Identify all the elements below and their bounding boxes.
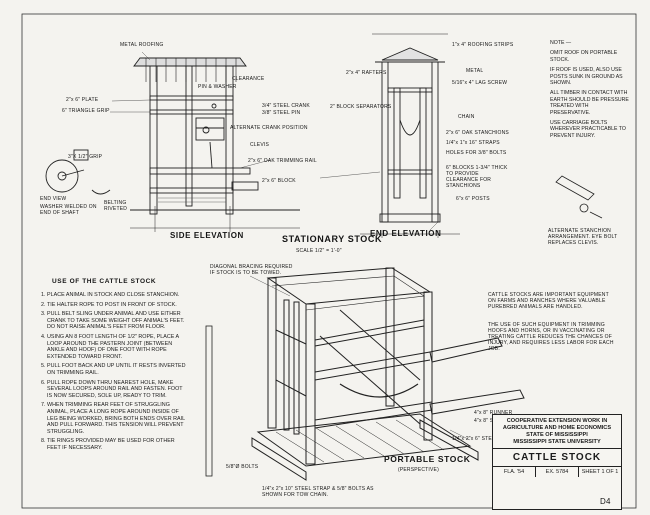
label-bracing-note: DIAGONAL BRACING REQUIRED IF STOCK IS TO… <box>210 264 293 276</box>
alternate-stanchion-note: ALTERNATE STANCHION ARRANGEMENT. EYE BOL… <box>548 228 618 246</box>
label-end-view: END VIEW <box>40 196 67 202</box>
portable-stock-subtitle: (PERSPECTIVE) <box>398 467 439 473</box>
label-holes: HOLES FOR 3/8" BOLTS <box>446 150 507 156</box>
note-item: USE CARRIAGE BOLTS WHEREVER PRACTICABLE … <box>550 120 626 139</box>
notes-heading: NOTE — <box>550 40 572 46</box>
title-block: COOPERATIVE EXTENSION WORK IN AGRICULTUR… <box>492 414 622 510</box>
org-line: AGRICULTURE AND HOME ECONOMICS <box>502 425 612 431</box>
org-line: COOPERATIVE EXTENSION WORK IN <box>506 418 608 424</box>
label-rafters: 2"x 4" RAFTERS <box>346 70 387 76</box>
importance-paragraph-1: CATTLE STOCKS ARE IMPORTANT EQUIPMENT ON… <box>488 292 609 310</box>
leader-lines <box>110 51 471 441</box>
sheet-border <box>21 13 637 509</box>
usage-steps: PLACE ANIMAL IN STOCK AND CLOSE STANCHIO… <box>38 292 187 454</box>
org-line: MISSISSIPPI STATE UNIVERSITY <box>513 439 601 445</box>
title-block-title: CATTLE STOCK <box>493 449 621 467</box>
alternate-stanchion-sketch <box>555 175 603 219</box>
label-steel-strap: 1/4"x 2"x 6" STEEL STRAP <box>452 436 518 442</box>
label-runner: 4"x 8" RUNNER <box>474 410 513 416</box>
stationary-stock-title: STATIONARY STOCK <box>282 234 383 244</box>
label-alternate-crank: ALTERNATE CRANK POSITION <box>230 125 308 131</box>
usage-step: TIE HALTER ROPE TO POST IN FRONT OF STOC… <box>47 302 187 309</box>
end-elevation-drawing <box>360 33 460 238</box>
usage-step: PLACE ANIMAL IN STOCK AND CLOSE STANCHIO… <box>47 292 187 299</box>
label-washer: WASHER WELDED ON END OF SHAFT <box>40 204 97 216</box>
label-metal-roofing: METAL ROOFING <box>120 42 164 48</box>
usage-step: WHEN TRIMMING REAR FEET OF STRUGGLING AN… <box>47 402 187 435</box>
label-steel-pin: 3/8" STEEL PIN <box>262 110 301 116</box>
label-block-separators: 2" BLOCK SEPARATORS <box>330 104 392 110</box>
usage-heading: USE OF THE CATTLE STOCK <box>52 278 157 285</box>
portable-stock-title: PORTABLE STOCK <box>384 454 471 464</box>
label-triangle-grip: 6" TRIANGLE GRIP <box>62 108 110 114</box>
label-lag-screw: 5/16"x 4" LAG SCREW <box>452 80 508 86</box>
label-skid: 4"x 8" SKID <box>474 418 503 424</box>
org-line: STATE OF MISSISSIPPI <box>526 432 588 438</box>
importance-paragraph-2: THE USE OF SUCH EQUIPMENT IN TRIMMING HO… <box>488 322 614 352</box>
usage-step: PULL FOOT BACK AND UP UNTIL IT RESTS INV… <box>47 363 187 376</box>
usage-step: PULL ROPE DOWN THRU NEAREST HOLE, MAKE S… <box>47 380 187 400</box>
label-trimming-rail: 2"x 6" OAK TRIMMING RAIL <box>248 158 317 164</box>
label-clearance: CLEARANCE <box>232 76 265 82</box>
label-roofing-strips: 1"x 4" ROOFING STRIPS <box>452 42 514 48</box>
usage-step: PULL BELT SLING UNDER ANIMAL AND USE EIT… <box>47 311 187 331</box>
label-bolts: 5/8"Ø BOLTS <box>226 464 259 470</box>
end-elevation-title: END ELEVATION <box>370 229 442 238</box>
portable-stock-drawing <box>205 267 525 481</box>
label-posts: 6"x 6" POSTS <box>456 196 490 202</box>
label-belting: BELTING RIVETED <box>104 200 128 212</box>
usage-step: TIE RINGS PROVIDED MAY BE USED FOR OTHER… <box>47 438 187 451</box>
label-steel-crank: 3/4" STEEL CRANK <box>262 103 310 109</box>
label-block: 2"x 6" BLOCK <box>262 178 296 184</box>
label-straps: 1/4"x 1"x 16" STRAPS <box>446 140 500 146</box>
label-clevis: CLEVIS <box>250 142 269 148</box>
label-pin-washer: PIN & WASHER <box>198 84 237 90</box>
stationary-stock-scale: SCALE 1/2" = 1'-0" <box>296 248 342 254</box>
label-chain: CHAIN <box>458 114 475 120</box>
label-oak-stanchions: 2"x 6" OAK STANCHIONS <box>446 130 509 136</box>
label-strap-bolts: 1/4"x 2"x 10" STEEL STRAP & 5/8" BOLTS A… <box>262 486 374 498</box>
note-item: ALL TIMBER IN CONTACT WITH EARTH SHOULD … <box>550 90 629 116</box>
note-item: IF ROOF IS USED, ALSO USE POSTS SUNK IN … <box>550 67 623 87</box>
notes-panel: NOTE — OMIT ROOF ON PORTABLE STOCK. IF R… <box>550 40 630 143</box>
corner-mark: D4 <box>600 497 611 506</box>
side-elevation-hatching <box>158 197 226 203</box>
meta-sheet: SHEET 1 OF 1 <box>581 469 619 475</box>
side-elevation-title: SIDE ELEVATION <box>170 231 244 240</box>
meta-date: FLA. '54 <box>493 467 536 477</box>
label-blocks: 6" BLOCKS 1-3/4" THICK TO PROVIDE CLEARA… <box>446 165 508 189</box>
label-plate: 2"x 6" PLATE <box>66 97 99 103</box>
label-metal: METAL <box>466 68 484 74</box>
label-grip: 3"X 1/2" GRIP <box>68 154 103 160</box>
note-item: OMIT ROOF ON PORTABLE STOCK. <box>550 50 618 63</box>
title-block-meta: FLA. '54 EX. 5784 SHEET 1 OF 1 <box>493 467 621 477</box>
side-elevation-drawing <box>45 57 300 232</box>
usage-step: USING AN 8 FOOT LENGTH OF 1/2" ROPE, PLA… <box>47 334 187 360</box>
title-block-org: COOPERATIVE EXTENSION WORK IN AGRICULTUR… <box>493 415 621 449</box>
meta-number: EX. 5784 <box>536 467 579 477</box>
